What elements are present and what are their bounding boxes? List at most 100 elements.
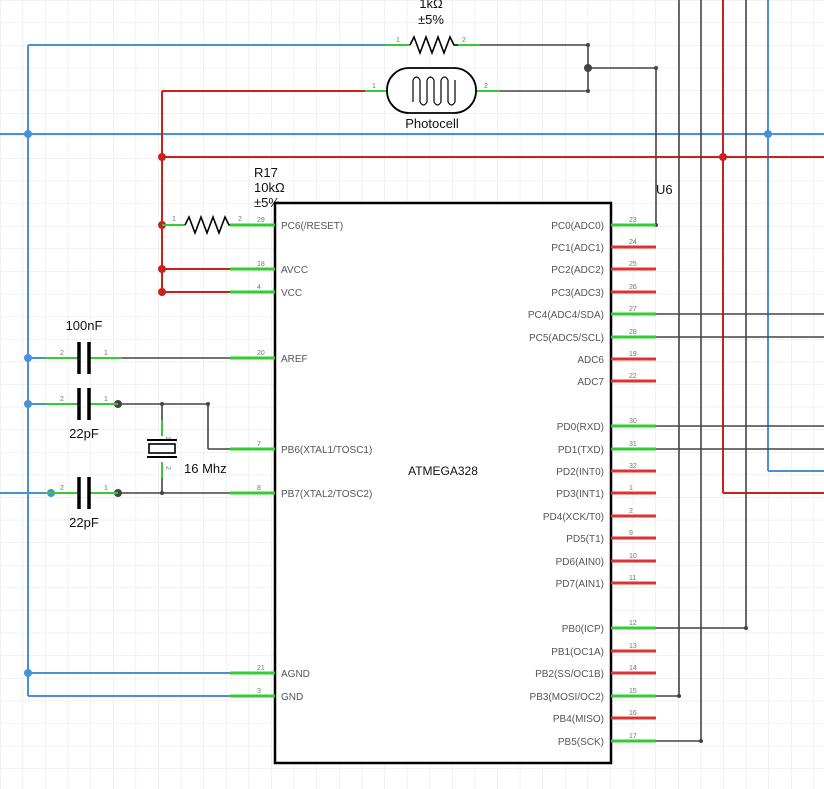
pin-label: PB1(OC1A) xyxy=(551,647,604,658)
pin-number: 7 xyxy=(257,441,261,448)
pin-number: 20 xyxy=(257,350,265,357)
pin-number: 26 xyxy=(629,284,637,291)
pin-number: 1 xyxy=(629,485,633,492)
pin-label: PC5(ADC5/SCL) xyxy=(529,333,604,344)
pin-label: PC0(ADC0) xyxy=(551,221,604,232)
chip-body xyxy=(273,201,613,765)
pin-label: PD3(INT1) xyxy=(556,489,604,500)
pin-label: PC1(ADC1) xyxy=(551,243,604,254)
pin-number: 2 xyxy=(462,37,466,44)
chip-designator: U6 xyxy=(656,182,673,197)
pin-number: 28 xyxy=(629,329,637,336)
pin-label: AREF xyxy=(281,354,308,365)
resistor-zigzag xyxy=(409,34,458,56)
pin-number: 8 xyxy=(257,485,261,492)
pin-label: PC2(ADC2) xyxy=(551,265,604,276)
pin-label: PD2(INT0) xyxy=(556,467,604,478)
capacitor-value: 22pF xyxy=(69,426,99,441)
pin-label: AVCC xyxy=(281,265,308,276)
resistor-tolerance: ±5% xyxy=(418,12,444,27)
capacitor-22pf-xtal1[interactable]: 2 1 22pF xyxy=(45,388,118,441)
resistor-1k[interactable]: 1 2 1kΩ ±5% xyxy=(385,0,480,56)
pin-number: 27 xyxy=(629,306,637,313)
resistor-zigzag xyxy=(184,214,232,236)
pin-number: 14 xyxy=(629,665,637,672)
pin-number: 2 xyxy=(238,216,242,223)
pin-number: 29 xyxy=(257,217,265,224)
crystal-16mhz[interactable]: 1 2 16 Mhz xyxy=(147,420,227,478)
pin-number: 1 xyxy=(104,485,108,492)
pin-number: 1 xyxy=(104,396,108,403)
pin-number: 17 xyxy=(629,733,637,740)
pin-number: 1 xyxy=(164,436,171,440)
pin-label: PB7(XTAL2/TOSC2) xyxy=(281,489,372,500)
pin-number: 21 xyxy=(257,665,265,672)
pin-number: 4 xyxy=(257,284,261,291)
resistor-value: 1kΩ xyxy=(419,0,443,11)
pin-label: GND xyxy=(281,692,303,703)
pin-label: PB5(SCK) xyxy=(558,737,604,748)
ground-wires xyxy=(0,0,824,697)
capacitor-value: 100nF xyxy=(66,318,103,333)
pin-number: 3 xyxy=(257,688,261,695)
pin-label: PB2(SS/OC1B) xyxy=(535,669,604,680)
pin-label: PD4(XCK/T0) xyxy=(543,512,604,523)
pin-number: 23 xyxy=(629,217,637,224)
atmega328-chip[interactable]: ATMEGA328 U6 29PC6(/RESET)18AVCC4VCC20AR… xyxy=(230,182,673,765)
capacitor-value: 22pF xyxy=(69,515,99,530)
pin-number: 2 xyxy=(164,466,171,470)
pin-number: 12 xyxy=(629,620,637,627)
photocell-trace xyxy=(412,76,456,106)
capacitor-22pf-xtal2[interactable]: 2 1 22pF xyxy=(45,477,118,530)
pin-label: PD5(T1) xyxy=(566,534,604,545)
pin-number: 1 xyxy=(172,216,176,223)
capacitor-100nf[interactable]: 2 1 100nF xyxy=(45,318,122,374)
pin-number: 16 xyxy=(629,710,637,717)
photocell-trace xyxy=(412,80,456,102)
pin-label: PD0(RXD) xyxy=(557,422,604,433)
photocell-label: Photocell xyxy=(405,116,459,131)
pin-label: PB0(ICP) xyxy=(562,624,604,635)
pin-label: PB3(MOSI/OC2) xyxy=(530,692,604,703)
pin-number: 32 xyxy=(629,463,637,470)
pin-number: 31 xyxy=(629,441,637,448)
pin-label: ADC6 xyxy=(577,355,604,366)
pin-label: ADC7 xyxy=(577,377,604,388)
pin-number: 1 xyxy=(104,350,108,357)
photocell[interactable]: 1 2 Photocell xyxy=(365,67,500,131)
pin-number: 2 xyxy=(60,485,64,492)
pin-label: PC6(/RESET) xyxy=(281,221,343,232)
